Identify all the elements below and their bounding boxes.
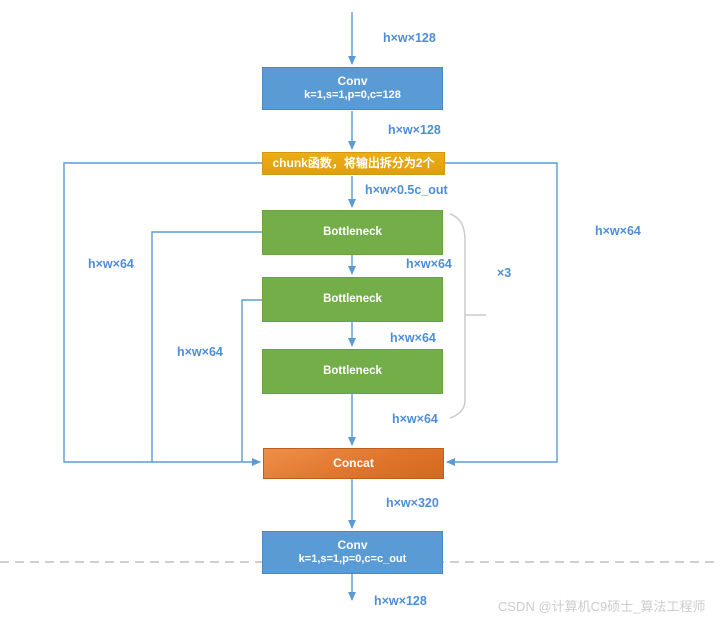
- edge-b2-left-skip: [241, 299, 262, 462]
- edge-label-after-b3: h×w×64: [392, 412, 438, 426]
- edge-label-left-skip: h×w×64: [88, 257, 134, 271]
- edge-label-after-conv1: h×w×128: [388, 123, 441, 137]
- edge-label-output: h×w×128: [374, 594, 427, 608]
- edge-label-right-skip: h×w×64: [595, 224, 641, 238]
- concat-label: Concat: [333, 456, 374, 470]
- conv2-node: Conv k=1,s=1,p=0,c=c_out: [262, 531, 443, 574]
- bottleneck1-label: Bottleneck: [323, 226, 382, 239]
- edge-b1-left-skip: [151, 231, 262, 462]
- edge-chunk-right-skip: [445, 162, 558, 466]
- bottleneck2-label: Bottleneck: [323, 293, 382, 306]
- bottleneck1-node: Bottleneck: [262, 210, 443, 255]
- watermark-text: CSDN @计算机C9硕士_算法工程师: [498, 599, 706, 614]
- edge-label-after-concat: h×w×320: [386, 496, 439, 510]
- edge-chunk-left-skip: [63, 162, 262, 466]
- conv2-title: Conv: [337, 538, 368, 553]
- bottleneck3-node: Bottleneck: [262, 349, 443, 394]
- repeat-count-label: ×3: [497, 266, 512, 280]
- concat-node: Concat: [263, 448, 444, 479]
- conv1-title: Conv: [337, 74, 368, 89]
- edge-label-input: h×w×128: [383, 31, 436, 45]
- repeat-bracket: [449, 213, 466, 419]
- conv1-node: Conv k=1,s=1,p=0,c=128: [262, 67, 443, 110]
- chunk-label: chunk函数，将输出拆分为2个: [272, 156, 435, 170]
- edge-label-inner-skip: h×w×64: [177, 345, 223, 359]
- conv2-params: k=1,s=1,p=0,c=c_out: [298, 553, 407, 566]
- chunk-node: chunk函数，将输出拆分为2个: [262, 152, 445, 175]
- edge-label-after-b1: h×w×64: [406, 257, 452, 271]
- edge-label-after-b2: h×w×64: [390, 331, 436, 345]
- conv1-params: k=1,s=1,p=0,c=128: [304, 89, 401, 102]
- bottleneck3-label: Bottleneck: [323, 365, 382, 378]
- bottleneck2-node: Bottleneck: [262, 277, 443, 322]
- edge-label-after-chunk: h×w×0.5c_out: [365, 183, 448, 197]
